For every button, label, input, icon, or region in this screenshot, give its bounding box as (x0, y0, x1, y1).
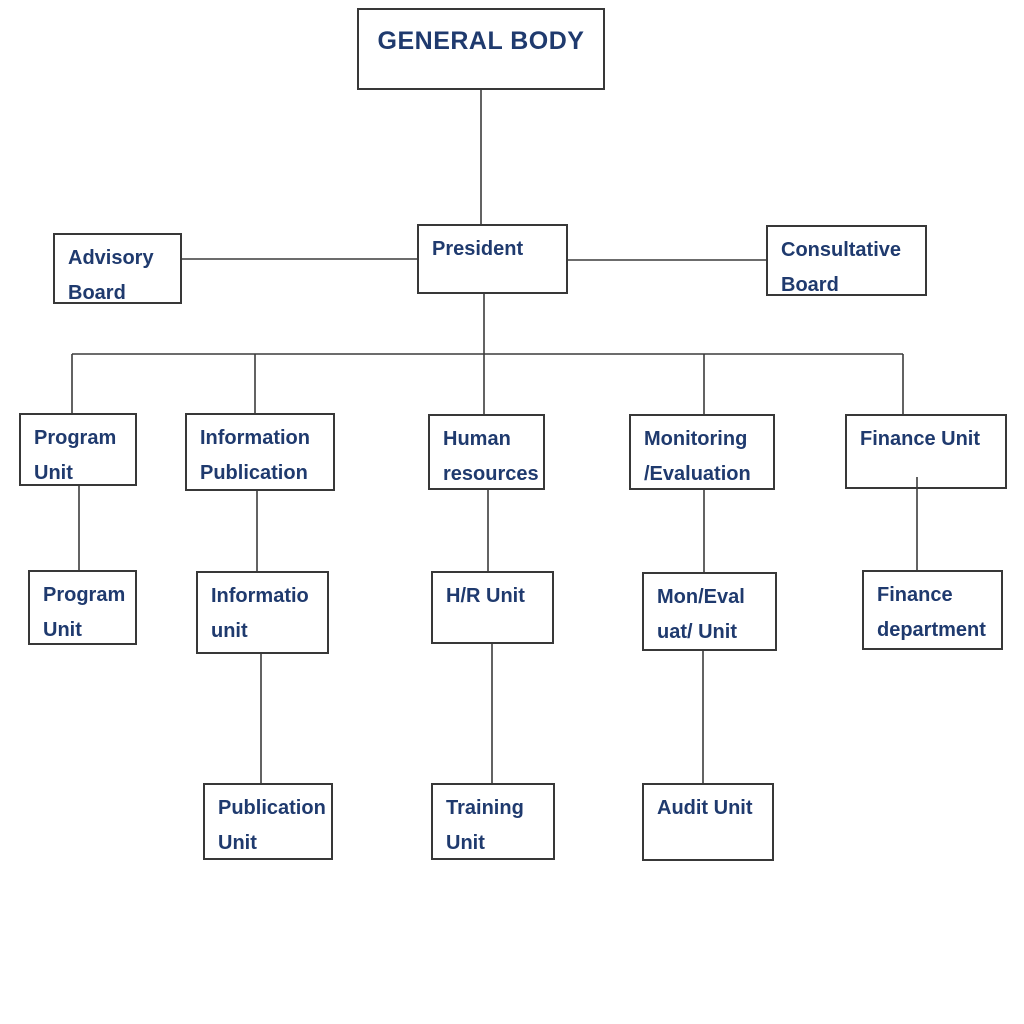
node-label-line1: Mon/Eval (657, 586, 745, 608)
node-label-line1: Program (43, 584, 126, 606)
node-informatio-unit: Informatio unit (196, 571, 329, 654)
node-finance-department: Finance department (862, 570, 1003, 650)
node-label-line1: Monitoring (644, 428, 748, 450)
node-human-resources: Human resources (428, 414, 545, 490)
node-training-unit: Training Unit (431, 783, 555, 860)
node-label-line2: department (877, 619, 986, 641)
node-label: GENERAL BODY (377, 27, 585, 55)
node-information-publication: Information Publication (185, 413, 335, 491)
node-label-line1: Human (443, 428, 511, 450)
node-general-body: GENERAL BODY (357, 8, 605, 90)
node-label-line2: resources (443, 463, 539, 485)
node-hr-unit: H/R Unit (431, 571, 554, 644)
node-label-line1: Information (200, 427, 310, 449)
node-label-line2: Board (68, 282, 126, 304)
node-label-line2: Unit (446, 832, 485, 854)
node-mon-eval-unit: Mon/Eval uat/ Unit (642, 572, 777, 651)
node-program-unit-sub: Program Unit (28, 570, 137, 645)
node-label-line2: unit (211, 620, 248, 642)
node-audit-unit: Audit Unit (642, 783, 774, 861)
node-label: Finance Unit (860, 428, 981, 450)
node-consultative-board: Consultative Board (766, 225, 927, 296)
node-label-line2: Unit (218, 832, 257, 854)
node-label-line1: Finance (877, 584, 953, 606)
node-label-line2: uat/ Unit (657, 621, 737, 643)
node-label-line2: Board (781, 274, 839, 296)
node-label-line1: Advisory (68, 247, 154, 269)
node-monitoring-evaluation: Monitoring /Evaluation (629, 414, 775, 490)
node-label-line1: Training (446, 797, 524, 819)
node-finance-unit: Finance Unit (845, 414, 1007, 489)
node-label: President (432, 238, 524, 260)
node-program-unit: Program Unit (19, 413, 137, 486)
node-label-line1: Consultative (781, 239, 902, 261)
node-label-line2: Publication (200, 462, 308, 484)
node-label: Audit Unit (657, 797, 753, 819)
node-label-line2: Unit (34, 462, 73, 484)
node-president: President (417, 224, 568, 294)
node-label-line2: Unit (43, 619, 82, 641)
node-label-line2: /Evaluation (644, 463, 751, 485)
node-publication-unit: Publication Unit (203, 783, 333, 860)
node-label-line1: Program (34, 427, 117, 449)
node-advisory-board: Advisory Board (53, 233, 182, 304)
node-label: H/R Unit (446, 585, 525, 607)
node-label-line1: Publication (218, 797, 326, 819)
node-label-line1: Informatio (211, 585, 309, 607)
